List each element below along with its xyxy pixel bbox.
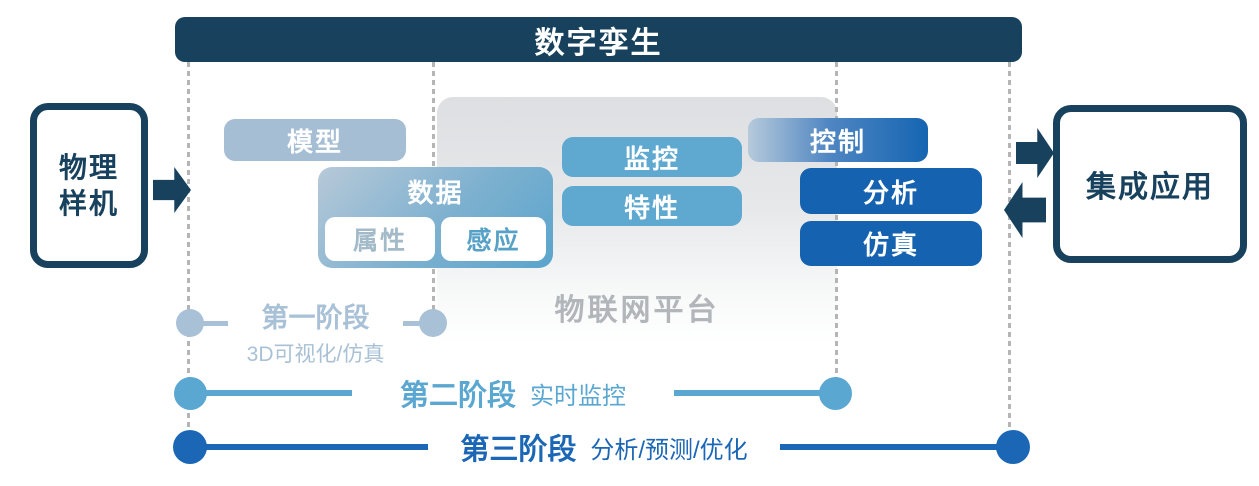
phase3-start-dot <box>173 430 207 464</box>
iot-platform-label: 物联网平台 <box>554 294 720 327</box>
phase2-label: 第二阶段 实时监控 <box>352 368 674 418</box>
integrated-application-box: 集成应用 <box>1053 105 1247 263</box>
header-title: 数字孪生 <box>534 26 663 60</box>
dashed-guide-left <box>187 62 190 447</box>
phase3-subtitle: 分析/预测/优化 <box>590 436 748 464</box>
phase1-start-dot <box>176 309 204 337</box>
integrated-application-label: 集成应用 <box>1086 171 1214 204</box>
physical-prototype-box: 物理 样机 <box>30 103 148 268</box>
phase3-label: 第三阶段 分析/预测/优化 <box>428 422 780 472</box>
node-model: 模型 <box>224 119 406 161</box>
header-bar: 数字孪生 <box>175 17 1022 62</box>
physical-prototype-label-line2: 样机 <box>58 187 119 219</box>
phase3-title: 第三阶段 <box>460 434 577 466</box>
phase1-label: 第一阶段 3D可视化/仿真 <box>228 296 403 368</box>
dashed-guide-right <box>1008 62 1011 447</box>
phase3-end-dot <box>996 430 1030 464</box>
node-control: 控制 <box>748 118 928 162</box>
node-monitor: 监控 <box>562 137 742 177</box>
node-simulation: 仿真 <box>800 221 982 266</box>
node-attribute: 属性 <box>325 217 435 261</box>
node-data-group: 数据 属性 感应 <box>318 167 553 268</box>
node-sensing: 感应 <box>441 217 546 261</box>
arrow-prototype-to-platform-icon <box>153 167 191 213</box>
node-analysis: 分析 <box>800 168 982 214</box>
phase2-subtitle: 实时监控 <box>530 382 626 410</box>
node-data-label: 数据 <box>407 178 464 208</box>
node-characteristic: 特性 <box>562 186 742 226</box>
phase1-subtitle: 3D可视化/仿真 <box>228 338 403 368</box>
phase1-title: 第一阶段 <box>228 296 403 335</box>
arrow-platform-to-application-icon <box>1016 128 1054 178</box>
phase2-end-dot <box>819 377 852 410</box>
phase2-title: 第二阶段 <box>399 380 516 412</box>
phase2-start-dot <box>174 377 207 410</box>
physical-prototype-label-line1: 物理 <box>58 151 119 183</box>
phase1-end-dot <box>419 309 447 337</box>
